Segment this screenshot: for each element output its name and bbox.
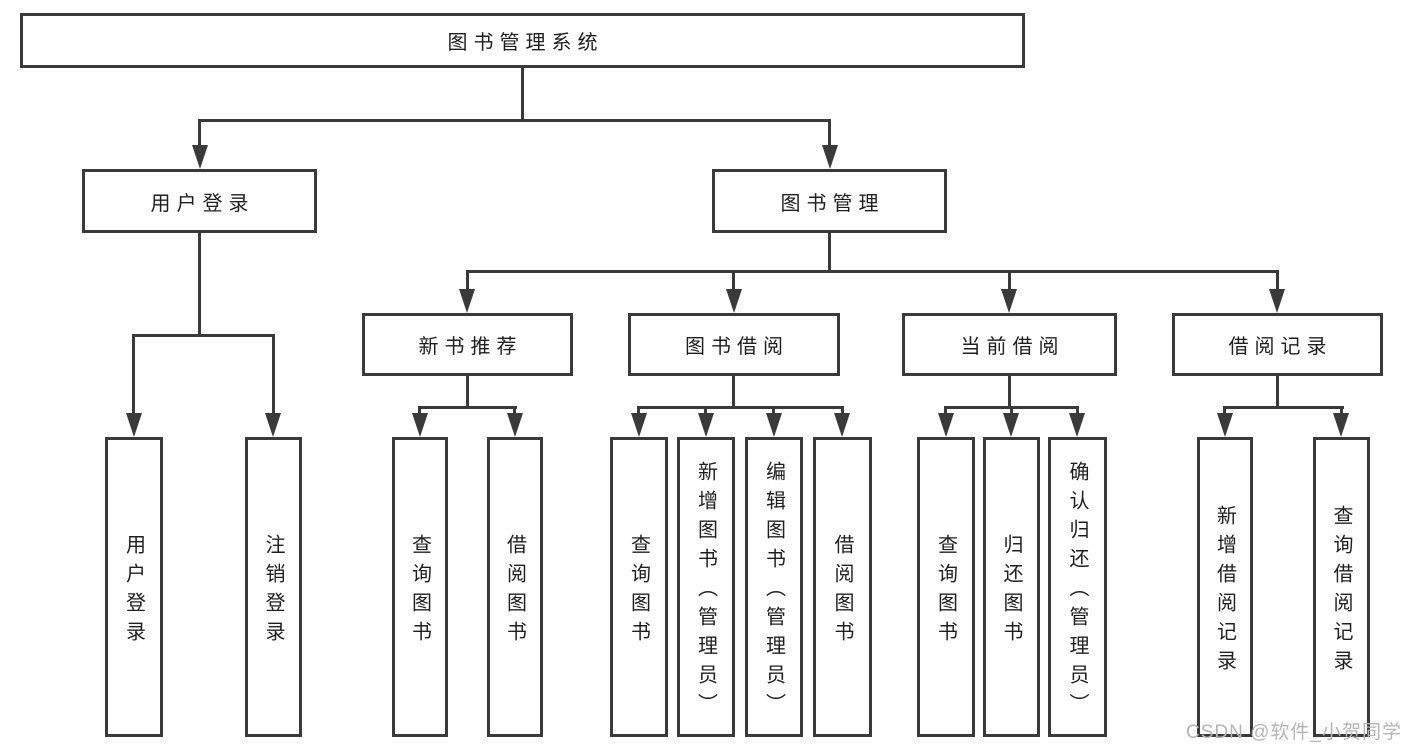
leaf-add-book-admin: 新增图书（管理员）: [677, 437, 735, 737]
connector-drop-book-borrow: [732, 270, 735, 292]
connector-drop-leaf-logout: [272, 334, 275, 414]
connector-user-login-branch: [132, 334, 275, 337]
connector-drop-new-book-recommend: [466, 270, 469, 292]
connector-drop-current-borrow: [1008, 270, 1011, 292]
connector-drop-borrow-records: [1276, 270, 1279, 292]
node-library-management-system: 图书管理系统: [20, 13, 1025, 68]
connector-book-borrow-branch: [637, 406, 844, 409]
arrow-down-icon: [1001, 289, 1017, 313]
connector-root-branch: [198, 119, 831, 122]
node-book-borrow: 图书借阅: [628, 313, 840, 376]
arrow-down-icon: [1069, 413, 1085, 437]
connector-book-management-stem: [828, 233, 831, 273]
arrow-down-icon: [126, 413, 142, 437]
arrow-down-icon: [834, 413, 850, 437]
leaf-edit-book-admin: 编辑图书（管理员）: [745, 437, 803, 737]
leaf-user-login: 用户登录: [105, 437, 163, 737]
arrow-down-icon: [412, 413, 428, 437]
connector-borrow-records-stem: [1276, 376, 1279, 409]
connector-book-borrow-stem: [732, 376, 735, 409]
node-new-book-recommend: 新书推荐: [362, 313, 573, 376]
arrow-down-icon: [459, 289, 475, 313]
node-book-management: 图书管理: [712, 169, 947, 233]
leaf-borrow-books-recommend: 借阅图书: [487, 437, 543, 737]
node-borrow-records: 借阅记录: [1172, 313, 1383, 376]
leaf-confirm-return-admin: 确认归还（管理员）: [1048, 437, 1107, 737]
connector-book-management-branch: [466, 270, 1279, 273]
leaf-add-borrow-record: 新增借阅记录: [1197, 437, 1253, 737]
leaf-query-books-borrow: 查询图书: [610, 437, 668, 737]
arrow-down-icon: [822, 145, 838, 169]
connector-new-book-recommend-stem: [466, 376, 469, 409]
connector-drop-query-books-recommend: [418, 406, 421, 416]
connector-drop-confirm-return-admin: [1076, 406, 1079, 416]
connector-drop-query-borrow-record: [1340, 406, 1343, 416]
node-user-login: 用户登录: [82, 169, 317, 233]
connector-drop-borrow-books-borrow: [841, 406, 844, 416]
connector-borrow-records-branch: [1223, 406, 1344, 409]
node-current-borrow: 当前借阅: [902, 313, 1117, 376]
arrow-down-icon: [192, 145, 208, 169]
connector-drop-return-book: [1010, 406, 1013, 416]
arrow-down-icon: [726, 289, 742, 313]
connector-drop-book-management: [828, 119, 831, 149]
leaf-return-book: 归还图书: [983, 437, 1040, 737]
leaf-query-books-current: 查询图书: [917, 437, 975, 737]
connector-drop-user-login: [198, 119, 201, 149]
watermark: CSDN @软件_小贺同学: [1186, 722, 1402, 743]
arrow-down-icon: [698, 413, 714, 437]
connector-current-borrow-stem: [1008, 376, 1011, 409]
connector-drop-borrow-books-recommend: [513, 406, 516, 416]
arrow-down-icon: [507, 413, 523, 437]
arrow-down-icon: [1003, 413, 1019, 437]
leaf-borrow-books-borrow: 借阅图书: [813, 437, 872, 737]
leaf-query-books-recommend: 查询图书: [392, 437, 448, 737]
connector-drop-edit-book-admin: [772, 406, 775, 416]
connector-drop-query-books-current: [944, 406, 947, 416]
arrow-down-icon: [631, 413, 647, 437]
connector-root-stem: [521, 68, 524, 121]
arrow-down-icon: [1217, 413, 1233, 437]
arrow-down-icon: [1333, 413, 1349, 437]
connector-drop-leaf-user-login: [132, 334, 135, 414]
arrow-down-icon: [938, 413, 954, 437]
arrow-down-icon: [1269, 289, 1285, 313]
connector-user-login-stem: [198, 233, 201, 337]
leaf-query-borrow-record: 查询借阅记录: [1313, 437, 1370, 737]
leaf-logout-login: 注销登录: [245, 437, 302, 737]
connector-drop-query-books-borrow: [637, 406, 640, 416]
arrow-down-icon: [265, 413, 281, 437]
connector-drop-add-book-admin: [704, 406, 707, 416]
connector-new-book-recommend-branch: [418, 406, 517, 409]
connector-drop-add-borrow-record: [1223, 406, 1226, 416]
arrow-down-icon: [766, 413, 782, 437]
